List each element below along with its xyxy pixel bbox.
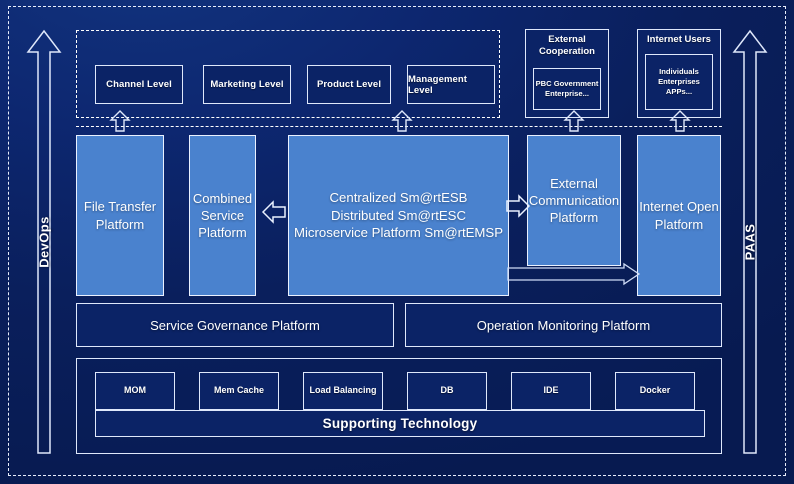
tech-box-db: DB xyxy=(407,372,487,410)
arrow-centralized-to-combined xyxy=(261,199,286,225)
levels-group: Channel Level Marketing Level Product Le… xyxy=(76,30,500,118)
up-arrow-external-communication xyxy=(563,110,585,132)
external-cooperation-box: External Cooperation PBC Government Ente… xyxy=(525,29,609,118)
level-box-product: Product Level xyxy=(307,65,391,104)
platform-file-transfer: File Transfer Platform xyxy=(76,135,164,296)
up-arrow-centralized xyxy=(391,110,413,132)
up-arrow-internet-open xyxy=(669,110,691,132)
tech-box-mem-cache: Mem Cache xyxy=(199,372,279,410)
paas-arrow: PAAS xyxy=(732,28,768,456)
internet-users-title: Internet Users xyxy=(647,34,711,45)
paas-label: PAAS xyxy=(742,223,758,261)
level-box-management: Management Level xyxy=(407,65,495,104)
platform-internet-open: Internet Open Platform xyxy=(637,135,721,296)
supporting-technology-group: MOM Mem Cache Load Balancing DB IDE Dock… xyxy=(76,358,722,454)
tech-box-mom: MOM xyxy=(95,372,175,410)
platform-external-communication-label: External Communication Platform xyxy=(528,175,620,226)
devops-arrow: DevOps xyxy=(26,28,62,456)
level-box-channel: Channel Level xyxy=(95,65,183,104)
tech-box-load-balancing: Load Balancing xyxy=(303,372,383,410)
arrow-centralized-to-external-communication xyxy=(506,193,531,219)
tech-box-docker: Docker xyxy=(615,372,695,410)
operation-monitoring-platform-label: Operation Monitoring Platform xyxy=(476,317,651,333)
internet-users-box: Internet Users Individuals Enterprises A… xyxy=(637,29,721,118)
up-arrow-file-transfer xyxy=(109,110,131,132)
tech-box-ide: IDE xyxy=(511,372,591,410)
external-cooperation-title: External Cooperation xyxy=(539,34,595,57)
arrow-centralized-to-internet-open xyxy=(507,262,641,286)
dashed-separator xyxy=(76,126,722,127)
platform-combined-service-label: Combined Service Platform xyxy=(192,190,253,241)
operation-monitoring-platform: Operation Monitoring Platform xyxy=(405,303,722,347)
platform-combined-service: Combined Service Platform xyxy=(189,135,256,296)
service-governance-platform-label: Service Governance Platform xyxy=(150,317,320,333)
external-cooperation-detail: PBC Government Enterprise... xyxy=(533,68,601,110)
service-governance-platform: Service Governance Platform xyxy=(76,303,394,347)
platform-internet-open-label: Internet Open Platform xyxy=(639,199,719,232)
supporting-technology-bar: Supporting Technology xyxy=(95,410,705,437)
devops-label: DevOps xyxy=(36,216,52,268)
platform-external-communication: External Communication Platform xyxy=(527,135,621,266)
platform-file-transfer-label: File Transfer Platform xyxy=(83,199,157,232)
internet-users-detail: Individuals Enterprises APPs... xyxy=(645,54,713,110)
level-box-marketing: Marketing Level xyxy=(203,65,291,104)
outer-dashed-frame xyxy=(8,6,786,476)
